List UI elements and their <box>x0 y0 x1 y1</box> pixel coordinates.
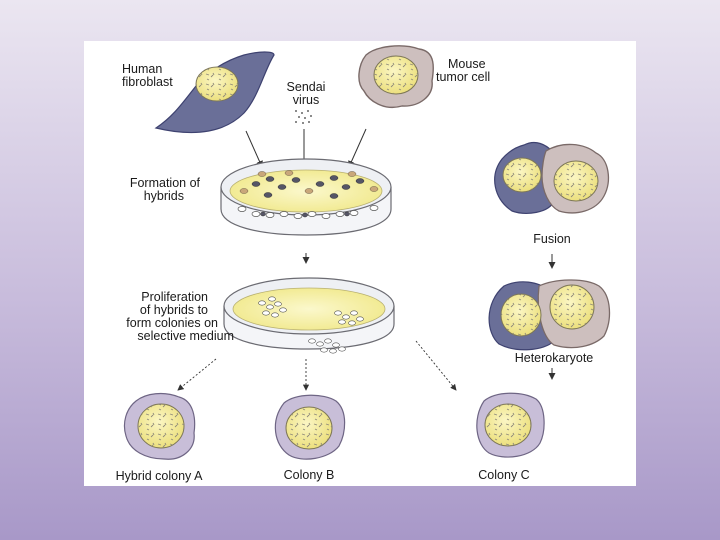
label-formation-of-hybrids: Formation of hybrids <box>106 177 200 203</box>
cell-hybridization-figure: Human fibroblast Sendai virus Mouse tumo… <box>84 41 636 486</box>
heterokaryote-cell <box>488 279 611 351</box>
label-line: of hybrids to <box>139 303 208 317</box>
label-hybrid-colony-a: Hybrid colony A <box>115 469 203 483</box>
label-colony-c: Colony C <box>478 468 530 482</box>
colony-arrows <box>177 340 457 391</box>
label-line: fibroblast <box>122 75 173 89</box>
petri-dish-2 <box>223 277 395 354</box>
sendai-virus-particles <box>295 110 312 124</box>
petri-dish-1 <box>220 158 392 236</box>
label-line: Mouse <box>448 57 486 71</box>
label-line: tumor cell <box>436 70 491 84</box>
label-line: Proliferation <box>141 290 208 304</box>
label-line: selective medium <box>137 329 234 343</box>
colony-b-cell <box>274 394 346 460</box>
label-line: virus <box>292 93 320 107</box>
label-line: Formation of <box>129 176 200 190</box>
diagram-graphics <box>123 45 611 460</box>
label-proliferation: Proliferation of hybrids to form colonie… <box>94 291 244 343</box>
label-mouse-tumor-cell: Mouse tumor cell <box>436 58 490 84</box>
label-fusion: Fusion <box>533 232 571 246</box>
label-line: Human <box>122 62 163 76</box>
label-line: form colonies on <box>126 316 218 330</box>
label-line: Sendai <box>286 80 326 94</box>
label-line: hybrids <box>143 189 184 203</box>
label-sendai-virus: Sendai virus <box>276 81 336 107</box>
label-heterokaryote: Heterokaryote <box>514 351 594 365</box>
label-human-fibroblast: Human fibroblast <box>122 63 173 89</box>
colony-c-cell <box>476 392 545 458</box>
label-colony-b: Colony B <box>283 468 335 482</box>
hybrid-colony-a-cell <box>123 392 196 460</box>
fusion-cell <box>494 141 610 214</box>
mouse-tumor-cell <box>358 45 434 108</box>
human-fibroblast-cell <box>154 51 275 134</box>
